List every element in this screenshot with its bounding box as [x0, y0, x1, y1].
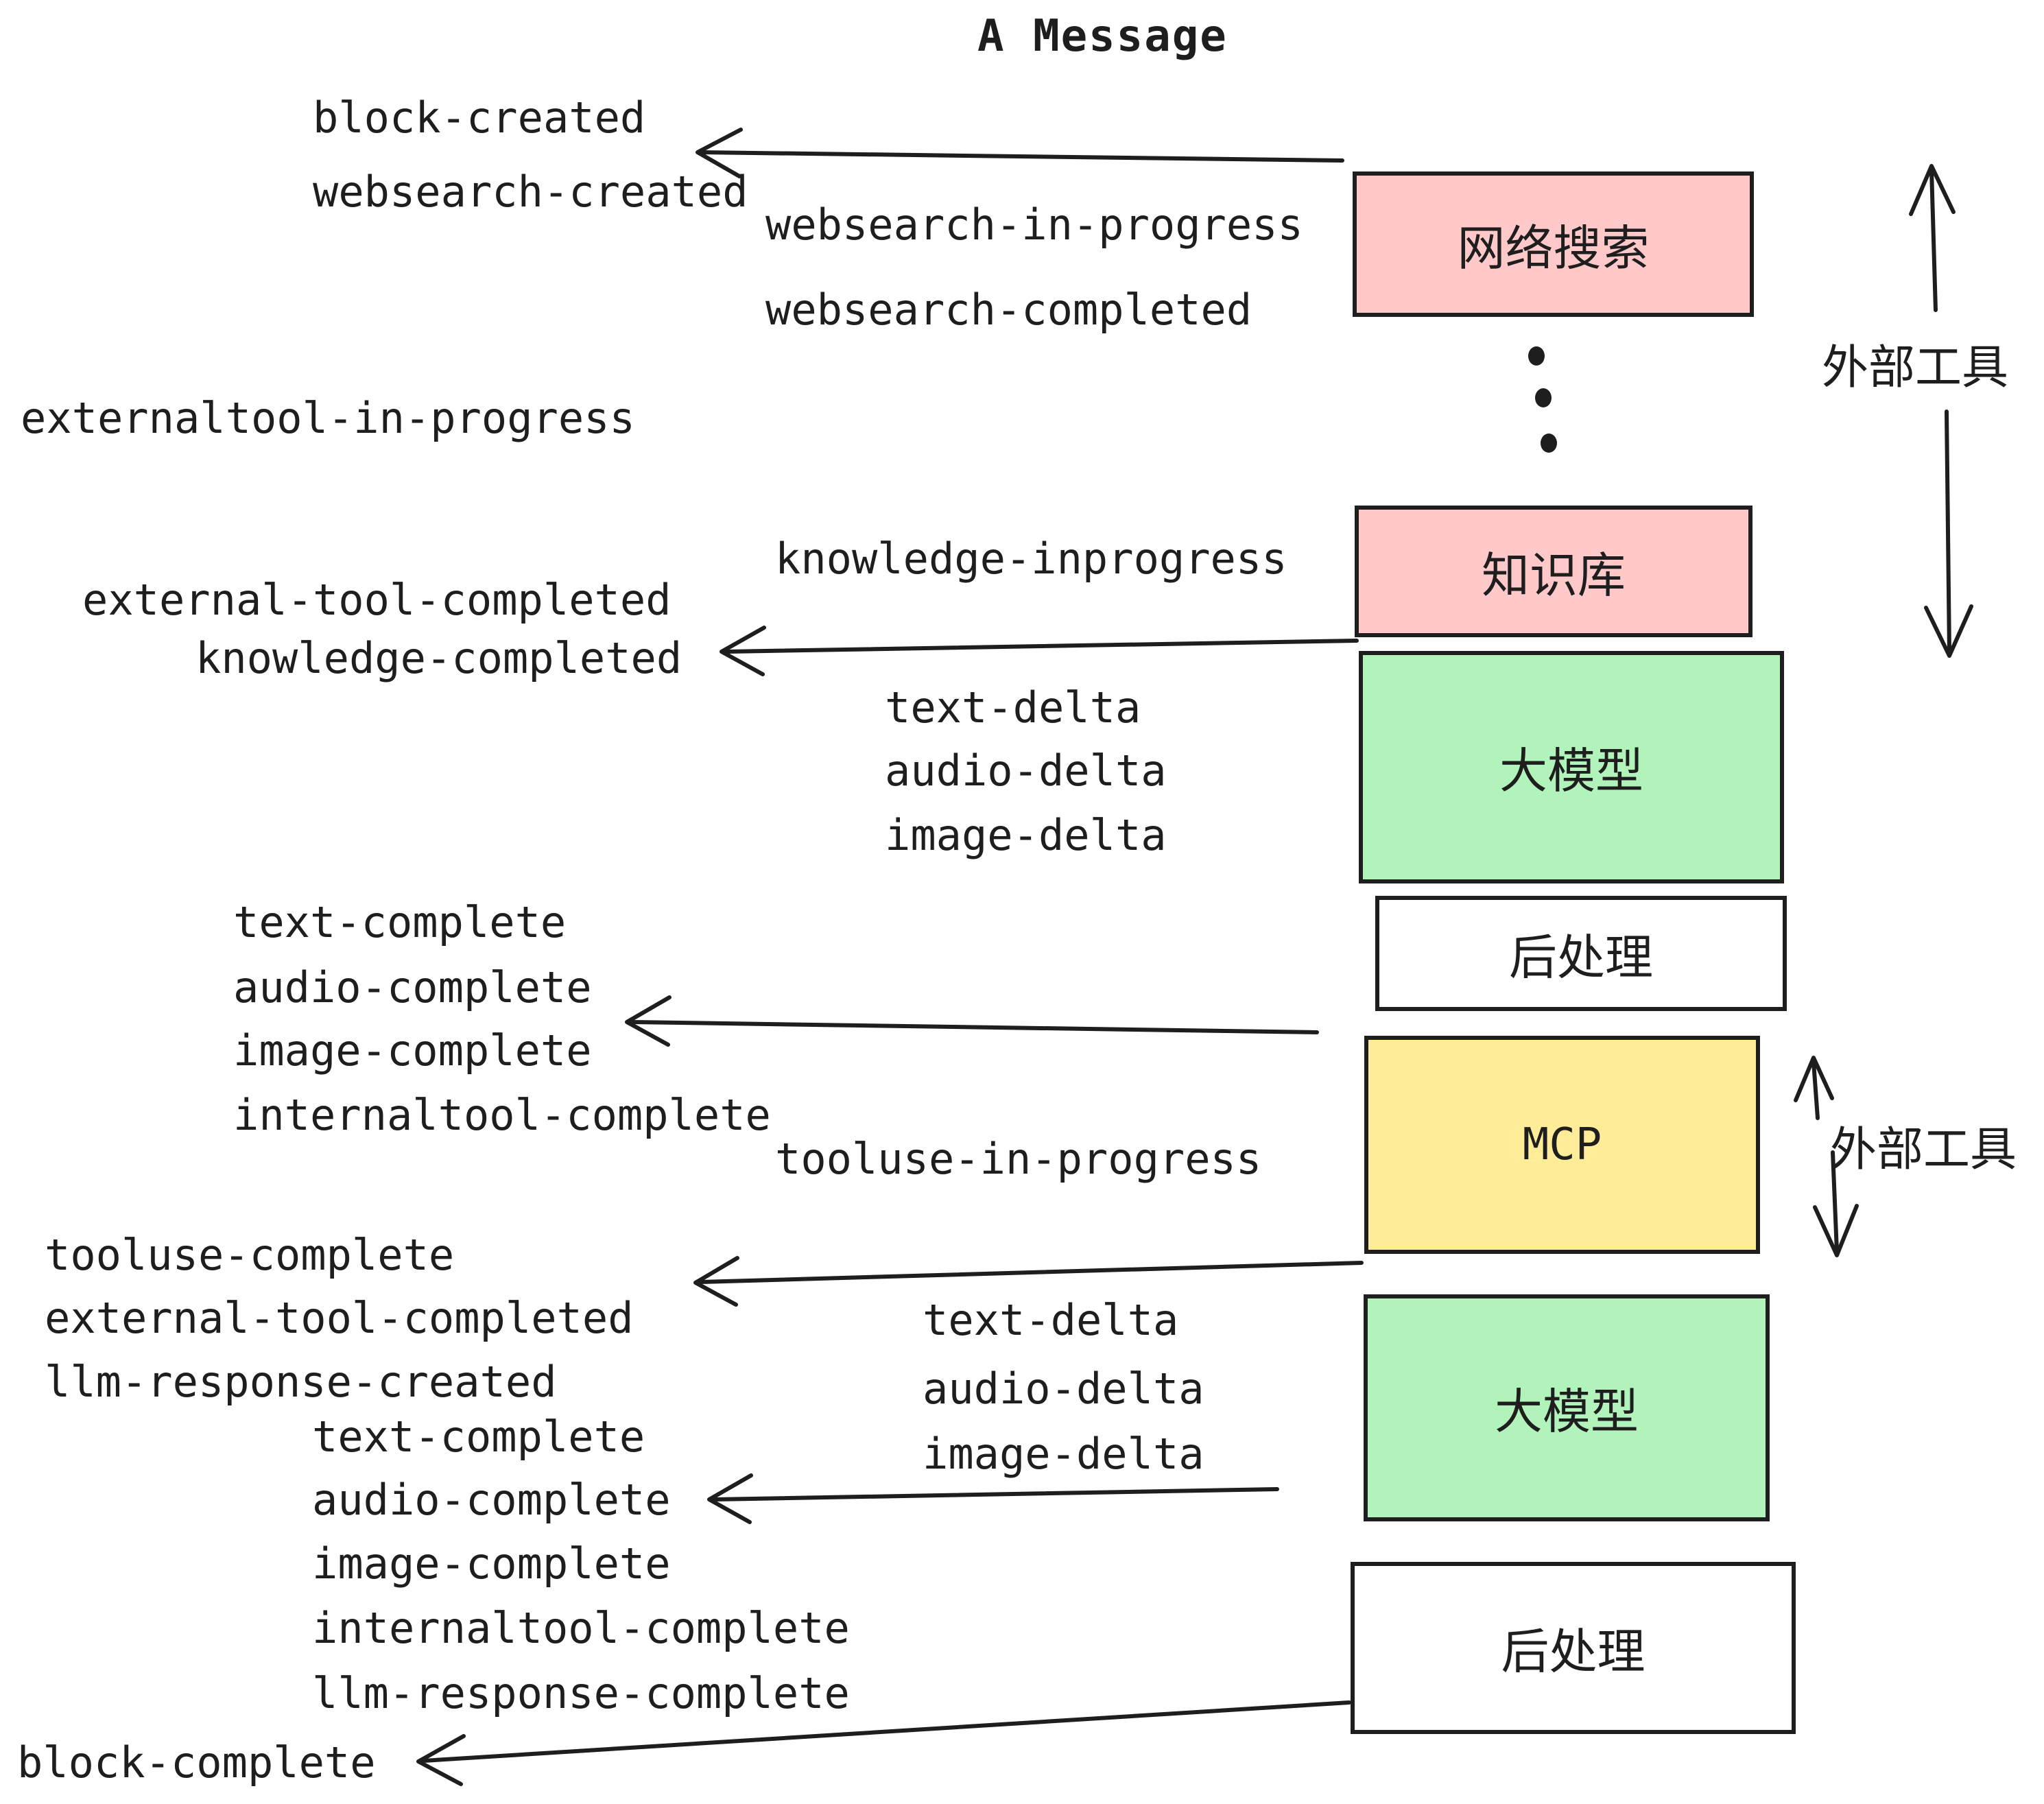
box-llm-2: 大模型 — [1364, 1294, 1770, 1521]
event-websearch-created: websearch-created — [313, 167, 748, 217]
box-llm-1-label: 大模型 — [1499, 743, 1643, 799]
event-audio-delta-2: audio-delta — [923, 1364, 1204, 1414]
event-external-tool-completed-1: external-tool-completed — [82, 575, 672, 625]
box-post-process-1: 后处理 — [1375, 896, 1787, 1011]
event-block-created: block-created — [313, 93, 646, 143]
event-text-complete-1: text-complete — [233, 897, 567, 947]
event-text-delta-1: text-delta — [885, 683, 1141, 733]
box-mcp: MCP — [1364, 1036, 1760, 1254]
event-audio-complete-1: audio-complete — [233, 962, 592, 1012]
event-text-delta-2: text-delta — [923, 1295, 1179, 1345]
box-post-process-2: 后处理 — [1351, 1562, 1796, 1734]
event-image-delta-1: image-delta — [885, 810, 1167, 860]
ellipsis-dot — [1535, 388, 1552, 407]
box-post-process-2-label: 后处理 — [1501, 1624, 1645, 1680]
event-internaltool-complete-2: internaltool-complete — [312, 1603, 850, 1653]
event-external-tool-completed-2: external-tool-completed — [45, 1293, 634, 1343]
box-llm-1: 大模型 — [1359, 651, 1784, 883]
box-web-search-label: 网络搜索 — [1457, 219, 1650, 276]
event-image-complete-1: image-complete — [233, 1025, 592, 1076]
event-knowledge-completed: knowledge-completed — [195, 633, 682, 683]
event-externaltool-in-progress: externaltool-in-progress — [21, 393, 635, 443]
event-tooluse-complete: tooluse-complete — [45, 1230, 455, 1280]
arrow-to-knowledge-completed — [720, 626, 1359, 676]
event-tooluse-in-progress: tooluse-in-progress — [775, 1134, 1262, 1184]
arrow-external-tools-2-up — [1794, 1056, 1834, 1120]
arrow-to-audio-complete — [707, 1473, 1279, 1524]
arrow-external-tools-1-up — [1909, 164, 1956, 312]
box-llm-2-label: 大模型 — [1495, 1384, 1639, 1440]
event-llm-response-complete: llm-response-complete — [312, 1668, 850, 1718]
event-internaltool-complete-1: internaltool-complete — [233, 1090, 771, 1140]
side-label-external-tools-2: 外部工具 — [1830, 1123, 2017, 1177]
box-post-process-1-label: 后处理 — [1509, 929, 1653, 986]
ellipsis-dot — [1541, 434, 1557, 453]
box-knowledge-base-label: 知识库 — [1482, 547, 1626, 604]
event-block-complete: block-complete — [17, 1737, 376, 1788]
event-audio-complete-2: audio-complete — [312, 1475, 671, 1525]
event-llm-response-created: llm-response-created — [45, 1357, 557, 1407]
event-knowledge-inprogress: knowledge-inprogress — [775, 534, 1287, 584]
event-text-complete-2: text-complete — [312, 1412, 645, 1462]
event-websearch-completed: websearch-completed — [765, 285, 1252, 335]
box-web-search: 网络搜索 — [1353, 171, 1754, 317]
diagram-title: A Message — [977, 11, 1228, 62]
box-knowledge-base: 知识库 — [1355, 506, 1752, 637]
arrow-to-websearch-created — [696, 128, 1344, 178]
box-mcp-label: MCP — [1522, 1119, 1602, 1170]
ellipsis-dot — [1528, 346, 1545, 366]
event-websearch-in-progress: websearch-in-progress — [765, 200, 1303, 250]
arrow-external-tools-1-down — [1924, 410, 1973, 658]
arrow-to-image-complete — [625, 995, 1319, 1047]
event-image-delta-2: image-delta — [923, 1429, 1204, 1479]
event-image-complete-2: image-complete — [312, 1539, 671, 1589]
side-label-external-tools-1: 外部工具 — [1822, 341, 2009, 395]
event-audio-delta-1: audio-delta — [885, 746, 1167, 796]
